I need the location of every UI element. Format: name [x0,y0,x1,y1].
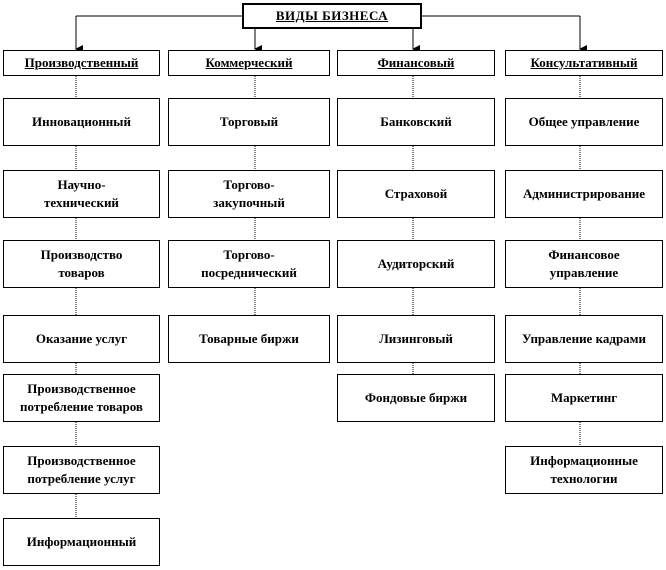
root-box: ВИДЫ БИЗНЕСА [242,3,422,29]
business-type-box-text-line-2: потребление товаров [20,399,143,414]
business-type-box-text-line-1: Торгово- [223,177,275,192]
business-type-box-text-line-2: посреднический [201,265,297,280]
business-type-box-text-line-2: закупочный [213,195,285,210]
column-header-3-text-line-1: Финансовый [377,55,455,70]
business-type-box: Общее управление [505,98,663,146]
business-type-box-text-line-1: Производственное [27,381,136,396]
business-type-box-text-line-1: Товарные биржи [199,331,299,346]
business-type-box-text-line-1: Информационный [26,534,137,549]
business-type-box: Инновационный [3,98,160,146]
business-type-box-text-line-2: потребление услуг [27,471,136,486]
business-type-box-text-line-2: товаров [58,265,105,280]
business-type-box: Производственное потребление товаров [3,374,160,422]
business-type-box: Научно-технический [3,170,160,218]
business-type-box: Торгово-закупочный [168,170,330,218]
business-type-box-text-line-1: Банковский [380,114,452,129]
column-header-3: Финансовый [337,50,495,76]
column-header-2-text-line-1: Коммерческий [205,55,293,70]
business-type-box-text-line-1: Лизинговый [379,331,453,346]
business-type-box-text-line-1: Научно- [57,177,106,192]
business-type-box: Оказание услуг [3,315,160,363]
business-type-box-text-line-2: управление [549,265,619,280]
business-type-box-text-line-1: Информационные [530,453,638,468]
business-type-box: Финансовое управление [505,240,663,288]
business-type-box: Информационный [3,518,160,566]
business-type-box-text-line-1: Страховой [384,186,448,201]
business-type-box-text-line-1: Управление кадрами [521,331,647,346]
column-header-4-text-line-1: Консультативный [530,55,638,70]
business-type-box-text-line-1: Администрирование [522,186,645,201]
business-type-box-text-line-1: Торгово- [223,247,275,262]
business-type-box: Маркетинг [505,374,663,422]
business-type-box: Фондовые биржи [337,374,495,422]
column-header-1: Производственный [3,50,160,76]
business-type-box: Торгово-посреднический [168,240,330,288]
business-type-box: Администрирование [505,170,663,218]
root-box-text-line-1: ВИДЫ БИЗНЕСА [275,8,389,23]
business-type-box-text-line-1: Оказание услуг [35,331,128,346]
business-type-box: Товарные биржи [168,315,330,363]
business-type-box: Страховой [337,170,495,218]
business-type-box-text-line-1: Финансовое [548,247,620,262]
business-type-box: Производственное потребление услуг [3,446,160,494]
business-type-box-text-line-1: Производственное [27,453,136,468]
business-type-box: Управление кадрами [505,315,663,363]
business-type-box: Информационные технологии [505,446,663,494]
business-type-box-text-line-1: Маркетинг [550,390,618,405]
business-type-box-text-line-2: технологии [550,471,618,486]
business-type-box: Аудиторский [337,240,495,288]
business-type-box-text-line-1: Общее управление [528,114,640,129]
business-type-box: Банковский [337,98,495,146]
business-type-box-text-line-2: технический [44,195,119,210]
business-type-box: Торговый [168,98,330,146]
business-type-box: Лизинговый [337,315,495,363]
business-type-box-text-line-1: Инновационный [32,114,131,129]
business-type-box-text-line-1: Торговый [219,114,279,129]
column-header-2: Коммерческий [168,50,330,76]
business-type-box-text-line-1: Фондовые биржи [364,390,468,405]
business-type-box: Производство товаров [3,240,160,288]
business-type-box-text-line-1: Производство [40,247,123,262]
business-type-box-text-line-1: Аудиторский [377,256,455,271]
column-header-1-text-line-1: Производственный [24,55,139,70]
column-header-4: Консультативный [505,50,663,76]
